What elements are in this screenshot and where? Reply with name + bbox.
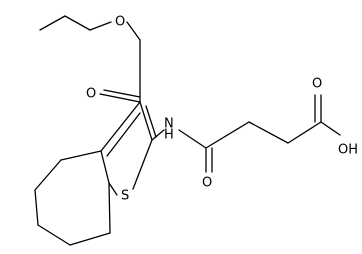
ester-ether-oxygen-label: O	[115, 15, 125, 30]
acid-carbonyl-oxygen-label: O	[312, 77, 322, 92]
amide-hydrogen-label: H	[164, 128, 174, 143]
succinamic-acid-chain	[151, 94, 341, 173]
ethyl-group	[39, 15, 112, 31]
ester-group	[99, 21, 141, 103]
cycloheptane-ring	[34, 150, 111, 246]
thiophene-sulfur-label: S	[121, 189, 129, 204]
amide-carbonyl-oxygen-label: O	[202, 176, 212, 191]
amide-nitrogen-label: N	[164, 117, 174, 132]
thiophene-ring	[100, 101, 157, 196]
acid-hydroxyl-label: OH	[338, 143, 358, 158]
ester-carbonyl-oxygen-label: O	[86, 87, 96, 102]
